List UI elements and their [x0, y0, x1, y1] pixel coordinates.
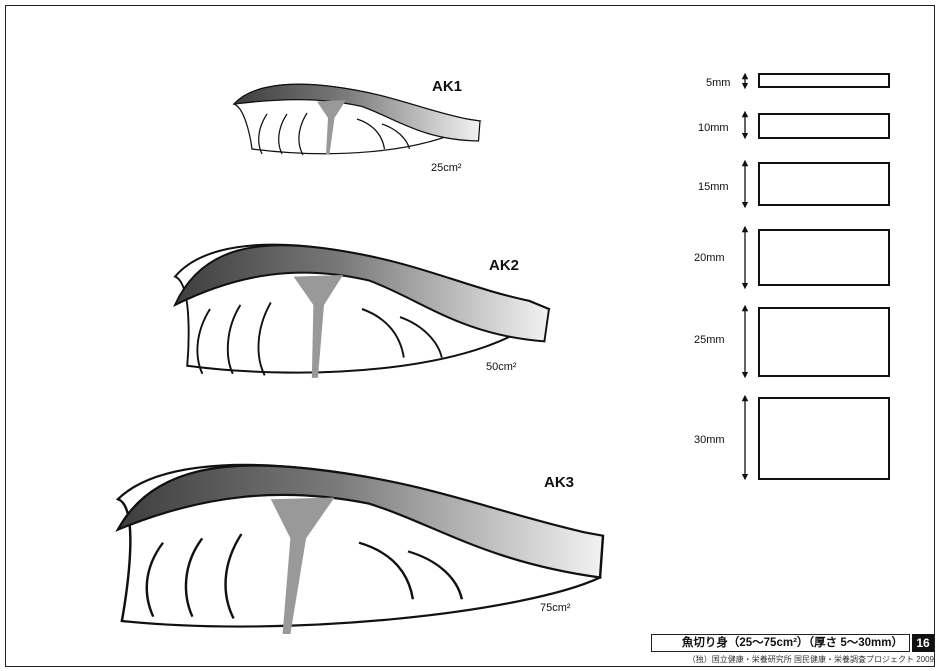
fish-label-ak3: AK3 [544, 474, 574, 491]
thickness-5mm: 5mm [706, 74, 889, 89]
fish-label-ak2: AK2 [489, 257, 519, 274]
thickness-label: 25mm [694, 334, 725, 346]
thickness-15mm: 15mm [698, 163, 889, 205]
fish-area-ak3: 75cm² [540, 602, 571, 614]
thickness-label: 15mm [698, 181, 729, 193]
thickness-label: 20mm [694, 252, 725, 264]
caption-box: 魚切り身（25～75cm²）（厚さ 5～30mm） [651, 634, 910, 652]
credit-line: （独）国立健康・栄養研究所 国民健康・栄養調査プロジェクト 2009 [640, 654, 934, 665]
fish-area-ak2: 50cm² [486, 361, 517, 373]
fish-ak3 [118, 465, 603, 634]
thickness-25mm: 25mm [694, 308, 889, 376]
thickness-10mm: 10mm [698, 114, 889, 138]
fish-label-ak1: AK1 [432, 78, 462, 95]
thickness-label: 10mm [698, 122, 729, 134]
thickness-label: 30mm [694, 434, 725, 446]
thickness-20mm: 20mm [694, 229, 889, 286]
thickness-30mm: 30mm [694, 398, 889, 479]
page-number: 16 [912, 634, 934, 652]
fish-area-ak1: 25cm² [431, 162, 462, 174]
thickness-label: 5mm [706, 77, 730, 89]
